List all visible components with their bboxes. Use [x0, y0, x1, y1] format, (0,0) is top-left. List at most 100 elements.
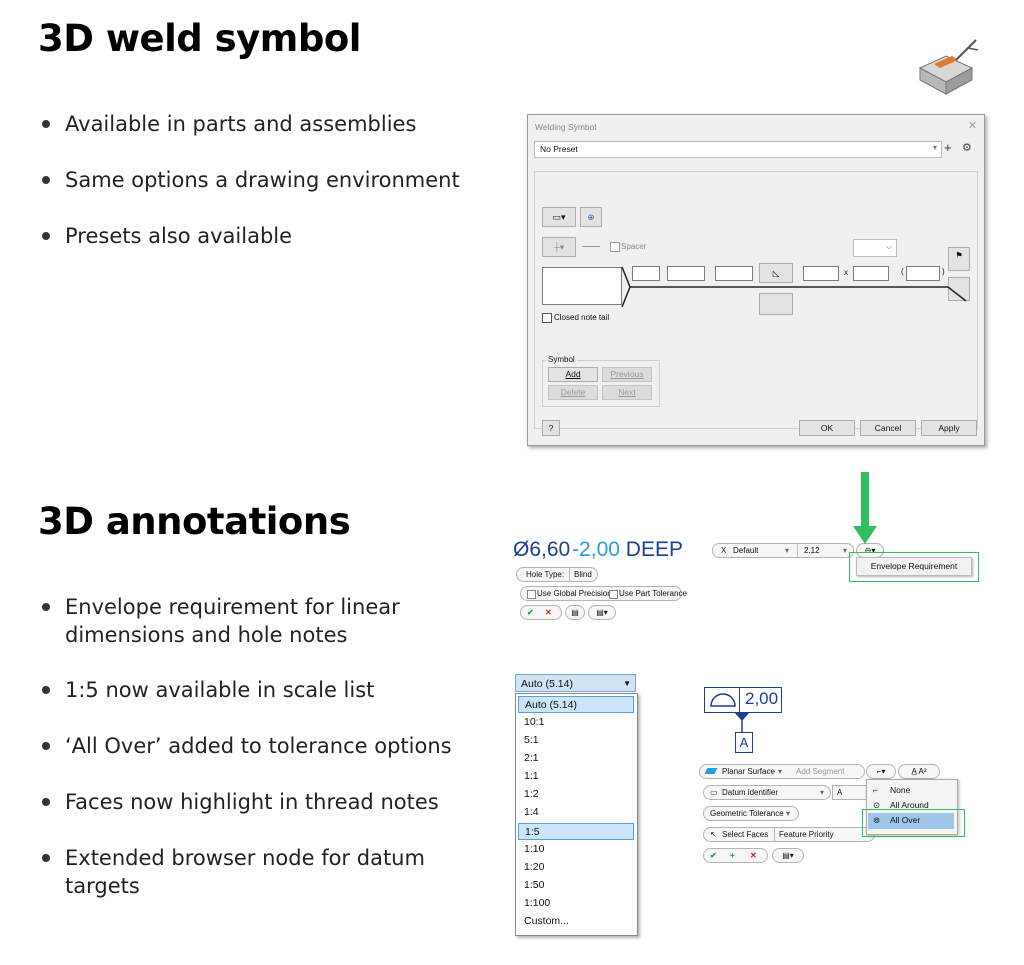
pitch-field[interactable]	[853, 266, 889, 281]
add-segment-button[interactable]: Add Segment	[796, 767, 845, 776]
menu-item-all-over[interactable]: All Over	[890, 815, 921, 825]
staggered-field[interactable]	[906, 266, 940, 281]
datum-identifier-dropdown[interactable]: ▭ Datum identifier ▾	[703, 785, 831, 800]
highlight-frame	[862, 809, 965, 837]
scale-list: Auto (5.14) 10:1 5:1 2:1 1:1 1:2 1:4 1:5…	[515, 693, 638, 936]
cancel-button[interactable]: Cancel	[860, 420, 916, 436]
scale-dropdown[interactable]: Auto (5.14) ▼	[515, 674, 636, 692]
weld-symbol-button[interactable]: ◺	[759, 263, 793, 283]
cursor-icon: ↖	[710, 830, 717, 839]
chevron-down-icon: ▼	[623, 679, 631, 688]
all-around-icon: ⊙	[873, 800, 881, 810]
weld-type-button[interactable]: ┼▾	[542, 237, 576, 257]
dimension-style-toolbar: X Default ▾ 2.12 ▾	[712, 543, 854, 558]
scale-option[interactable]: 1:100	[524, 897, 551, 909]
geometric-tolerance-dropdown[interactable]: Geometric Tolerance ▾	[703, 806, 799, 821]
preset-dropdown[interactable]: No Preset ▾	[534, 141, 942, 158]
use-global-precision-checkbox[interactable]	[527, 590, 536, 599]
add-button[interactable]: Add	[548, 367, 598, 382]
scale-option[interactable]: 1:50	[524, 879, 545, 891]
scale-option[interactable]: 1:10	[524, 843, 545, 855]
check-icon[interactable]: ✔	[710, 851, 717, 860]
check-icon[interactable]: ✔	[527, 608, 534, 617]
cancel-x-icon[interactable]: ✕	[750, 851, 757, 860]
select-faces-button[interactable]: Select Faces	[722, 830, 769, 839]
gear-icon[interactable]: ⚙	[962, 142, 972, 154]
help-icon[interactable]: ?	[542, 420, 560, 436]
chevron-down-icon: ▾	[778, 767, 783, 776]
chevron-down-icon: ▾	[785, 546, 790, 555]
hole-type-toolbar[interactable]: Hole Type: Blind	[516, 567, 598, 582]
scale-option[interactable]: 10:1	[524, 716, 545, 728]
closed-note-tail-checkbox[interactable]	[542, 313, 552, 323]
bullet-item: 1:5 now available in scale list	[38, 676, 505, 704]
scale-option[interactable]: 1:2	[524, 788, 539, 800]
dialog-title: Welding Symbol	[535, 122, 597, 132]
close-icon[interactable]: ✕	[967, 120, 977, 132]
all-around-button[interactable]	[948, 277, 970, 301]
scale-option[interactable]: 2:1	[524, 752, 539, 764]
welding-symbol-dialog: Welding Symbol ✕ No Preset ▾ + ⚙ ▭▾ ⊕ ┼▾…	[527, 114, 985, 446]
x-sign: x	[844, 268, 848, 277]
planar-surface-icon	[704, 768, 718, 774]
precision-toolbar: Use Global Precision Use Part Tolerance	[520, 586, 687, 601]
hole-type-value[interactable]: Blind	[569, 568, 592, 581]
precision-dropdown[interactable]: 2.12	[797, 544, 820, 557]
flip-symbol-button[interactable]: ⊕	[580, 207, 602, 227]
datum-value: 2,00	[745, 689, 779, 708]
scale-option[interactable]: Custom...	[524, 915, 569, 927]
tolerance-option-button[interactable]: ⌐▾	[866, 764, 896, 779]
options-icon[interactable]: ▤	[565, 605, 585, 620]
symbol-group-label: Symbol	[546, 355, 577, 364]
surface-toolbar: Planar Surface ▾ Add Segment	[699, 764, 865, 779]
length-field[interactable]	[803, 266, 839, 281]
apply-button[interactable]: Apply	[921, 420, 977, 436]
add-icon[interactable]: +	[730, 851, 735, 860]
datum-letter-field[interactable]: A	[832, 785, 868, 800]
flag-button[interactable]: ⚑	[948, 247, 970, 271]
confirm-group: ✔ ✕	[520, 605, 562, 620]
spacer-checkbox[interactable]	[610, 242, 620, 252]
scale-option[interactable]: 1:20	[524, 861, 545, 873]
scale-option[interactable]: 1:5	[518, 823, 634, 840]
feature-priority-button[interactable]: Feature Priority	[774, 828, 834, 841]
symbol-panel	[534, 171, 978, 429]
contour-dropdown[interactable]: ⌵	[853, 239, 897, 257]
scale-option[interactable]: 1:1	[524, 770, 539, 782]
previous-button[interactable]: Previous	[602, 367, 652, 382]
hole-deep-word: DEEP	[625, 538, 683, 561]
tolerance-menu: ⌐ None ⊙ All Around ⊚ All Over	[866, 779, 958, 835]
scale-option[interactable]: 1:4	[524, 806, 539, 818]
surface-dropdown[interactable]: Planar Surface	[722, 767, 775, 776]
size-field[interactable]	[667, 266, 705, 281]
none-icon: ⌐	[873, 785, 878, 795]
envelope-requirement-item[interactable]: Envelope Requirement	[856, 557, 972, 576]
depth-field[interactable]	[715, 266, 753, 281]
bullet-item: ‘All Over’ added to tolerance options	[38, 732, 505, 760]
chevron-down-icon: ▾	[843, 546, 848, 555]
menu-item-none[interactable]: None	[890, 785, 911, 795]
more-menu-icon[interactable]: ▤▾	[772, 848, 804, 863]
closed-note-tail-label: Closed note tail	[554, 313, 610, 322]
text-format-icons[interactable]: A̲ A²	[898, 764, 940, 779]
ok-button[interactable]: OK	[799, 420, 855, 436]
paren-close: )	[942, 267, 945, 276]
add-preset-icon[interactable]: +	[944, 140, 952, 155]
section-title-weld: 3D weld symbol	[38, 17, 361, 60]
delete-button[interactable]: Delete	[548, 385, 598, 400]
use-part-tolerance-checkbox[interactable]	[609, 590, 618, 599]
style-dropdown[interactable]: Default	[733, 546, 759, 555]
chevron-down-icon: ▾	[786, 809, 791, 818]
next-button[interactable]: Next	[602, 385, 652, 400]
cancel-x-icon[interactable]: ✕	[545, 608, 552, 617]
other-side-symbol-button[interactable]	[759, 293, 793, 315]
scale-option[interactable]: 5:1	[524, 734, 539, 746]
scale-option[interactable]: Auto (5.14)	[518, 696, 634, 713]
datum-letter-box: A	[735, 732, 753, 753]
more-menu-icon[interactable]: ▤▾	[588, 605, 616, 620]
prefix-field[interactable]	[632, 266, 660, 281]
leader-type-button[interactable]: ▭▾	[542, 207, 576, 227]
menu-item-all-around[interactable]: All Around	[890, 800, 929, 810]
bullet-item: Same options a drawing environment	[38, 166, 505, 194]
note-box[interactable]	[542, 267, 622, 305]
